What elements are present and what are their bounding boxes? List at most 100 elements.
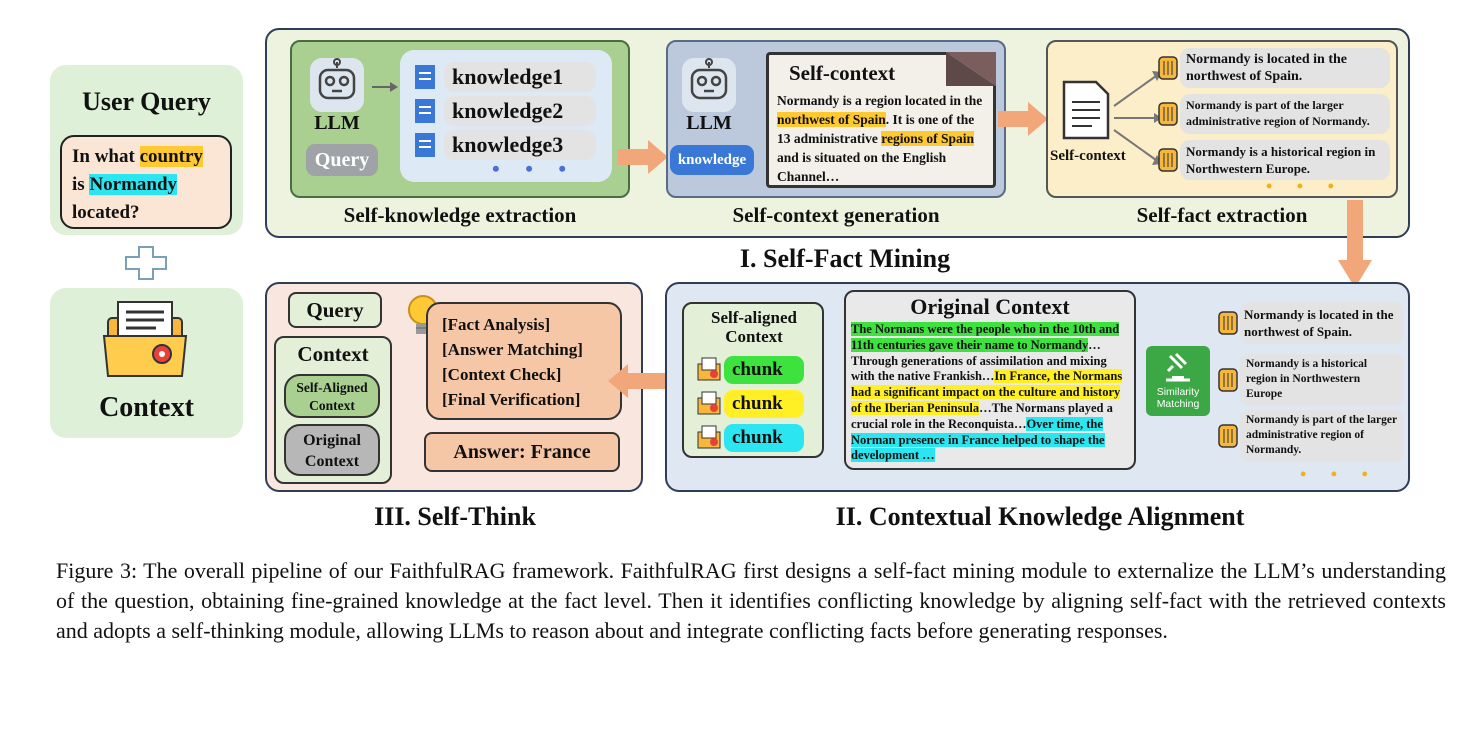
user-query-title: User Query — [82, 87, 211, 116]
aligned-fact-3: Normandy is part of the larger administr… — [1218, 410, 1404, 462]
alignment-title: II. Contextual Knowledge Alignment — [835, 502, 1245, 531]
document-icon — [415, 99, 435, 123]
chunk-label: chunk — [724, 356, 804, 384]
similarity-matching-badge: Similarity Matching — [1146, 346, 1210, 416]
user-query-panel: User Query In what country is Normandy l… — [50, 65, 243, 235]
knowledge-label: knowledge3 — [444, 130, 596, 160]
cylinder-icon — [1158, 102, 1178, 126]
original-plain-span: … Through generations of assimilation an… — [851, 337, 1107, 384]
query-highlight-normandy: Normandy — [89, 174, 178, 195]
chunk-label: chunk — [724, 390, 804, 418]
self-context-t3: and is situated on the English Channel… — [777, 150, 947, 184]
knowledge-item-3: knowledge3 — [414, 130, 596, 160]
mining-title: I. Self-Fact Mining — [739, 244, 951, 273]
fact-item-1: Normandy is located in the northwest of … — [1158, 48, 1390, 88]
self-context-doc-label: Self-context — [1050, 148, 1126, 164]
llm-label-2: LLM — [686, 112, 732, 134]
original-context-text: The Normans were the people who in the 1… — [851, 322, 1131, 464]
chunk-row-3: chunk — [696, 424, 816, 452]
fact-fan-arrows — [1112, 66, 1162, 176]
gavel-icon — [1166, 352, 1190, 382]
folded-corner-icon — [946, 52, 996, 86]
self-context-title: Self-context — [789, 61, 896, 85]
context-panel: Context — [50, 288, 243, 438]
document-lines-icon — [1062, 80, 1110, 140]
knowledge-item-2: knowledge2 — [414, 96, 596, 126]
aligned-fact-text: Normandy is located in the northwest of … — [1240, 302, 1404, 344]
document-icon — [415, 65, 435, 89]
arrow-alignment-to-think — [608, 364, 668, 403]
fact-item-2: Normandy is part of the larger administr… — [1158, 94, 1390, 134]
generation-label: Self-context generation — [732, 203, 940, 227]
chunk-label: chunk — [724, 424, 804, 452]
think-context-title: Context — [297, 342, 369, 366]
answer-box: Answer: France — [424, 432, 620, 472]
folder-icon — [100, 298, 190, 380]
llm-label-1: LLM — [314, 112, 360, 134]
aligned-fact-1: Normandy is located in the northwest of … — [1218, 302, 1404, 344]
self-context-text: Normandy is a region located in the nort… — [777, 91, 989, 186]
similarity-label: Similarity Matching — [1156, 386, 1200, 410]
aligned-fact-text: Normandy is part of the larger administr… — [1240, 410, 1404, 462]
knowledge-label: knowledge2 — [444, 96, 596, 126]
think-title: III. Self-Think — [374, 502, 536, 531]
aligned-fact-2: Normandy is a historical region in North… — [1218, 354, 1404, 406]
think-context-box: Context Self-Aligned Context Original Co… — [274, 336, 392, 484]
ellipsis-dots: • • • — [1300, 464, 1378, 484]
folder-icon — [697, 425, 721, 449]
self-aligned-title: Self-aligned Context — [711, 308, 797, 346]
original-context-title: Original Context — [910, 294, 1070, 319]
chunk-row-2: chunk — [696, 390, 816, 418]
aligned-fact-text: Normandy is a historical region in North… — [1240, 354, 1404, 406]
cylinder-icon — [1158, 56, 1178, 80]
highlight-northwest: northwest of Spain — [777, 112, 886, 127]
cylinder-icon — [1218, 368, 1238, 392]
fact-text: Normandy is located in the northwest of … — [1180, 48, 1390, 88]
fact-item-3: Normandy is a historical region in North… — [1158, 140, 1390, 180]
arrow-right-small — [372, 80, 398, 92]
think-self-aligned: Self-Aligned Context — [284, 374, 380, 418]
robot-icon — [678, 56, 740, 114]
original-plain-span: …The Normans played a crucial role in th… — [851, 400, 1113, 431]
think-original: Original Context — [284, 424, 380, 476]
think-step: [Final Verification] — [442, 390, 581, 409]
ellipsis-dots: • • • — [1266, 176, 1344, 196]
query-text-1: In what — [72, 146, 140, 167]
knowledge-item-1: knowledge1 — [414, 62, 596, 92]
think-step: [Answer Matching] — [442, 340, 583, 359]
arrow-down-to-alignment — [1338, 200, 1372, 293]
query-pill-1: Query — [306, 144, 378, 176]
plus-icon — [124, 245, 168, 281]
document-icon — [415, 133, 435, 157]
cylinder-icon — [1158, 148, 1178, 172]
folder-icon — [697, 357, 721, 381]
extraction-label: Self-knowledge extraction — [343, 203, 577, 227]
think-steps-box: [Fact Analysis] [Answer Matching] [Conte… — [426, 302, 622, 420]
self-context-t1: Normandy is a region located in the — [777, 93, 983, 108]
cylinder-icon — [1218, 424, 1238, 448]
original-context-box: Original Context The Normans were the pe… — [844, 290, 1136, 470]
user-query-box: In what country is Normandy located? — [60, 135, 232, 229]
original-green-span: The Normans were the people who in the 1… — [851, 322, 1120, 352]
knowledge-label: knowledge1 — [444, 62, 596, 92]
self-context-document: Self-context Normandy is a region locate… — [766, 52, 996, 188]
cylinder-icon — [1218, 311, 1238, 335]
think-step: [Context Check] — [442, 365, 562, 384]
think-step: [Fact Analysis] — [442, 315, 551, 334]
chunk-row-1: chunk — [696, 356, 816, 384]
fact-text: Normandy is a historical region in North… — [1180, 140, 1390, 180]
ellipsis-dots: • • • — [492, 156, 577, 181]
self-context-t2: . It is one of the 13 administrative — [777, 112, 975, 146]
fact-label: Self-fact extraction — [1136, 203, 1308, 227]
knowledge-pill: knowledge — [670, 145, 754, 175]
query-text-2: is — [72, 174, 90, 195]
fact-text: Normandy is part of the larger administr… — [1180, 94, 1390, 134]
figure-caption: Figure 3: The overall pipeline of our Fa… — [56, 558, 1446, 643]
arrow-extraction-to-generation — [618, 140, 668, 179]
context-title: Context — [99, 392, 194, 423]
think-query-box: Query — [288, 292, 382, 328]
arrow-generation-to-fact — [998, 102, 1048, 141]
highlight-regions: regions of Spain — [881, 131, 975, 146]
query-highlight-country: country — [139, 146, 203, 167]
robot-icon — [306, 56, 368, 114]
